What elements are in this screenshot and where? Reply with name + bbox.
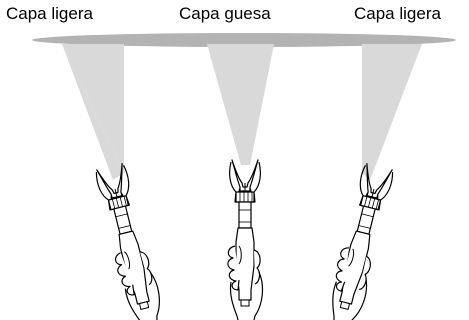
coating-band: [32, 33, 456, 47]
spray-gun-icon: [227, 159, 264, 320]
spray-gun-icon: [322, 162, 398, 320]
label-light-coat-right: Capa ligera: [354, 4, 441, 23]
label-heavy-coat: Capa guesa: [179, 4, 271, 23]
spray-fan-left-lower: [62, 44, 124, 180]
spray-fan-center: [207, 44, 274, 165]
label-light-coat-left: Capa ligera: [6, 4, 93, 23]
spray-fan-right: [362, 44, 422, 180]
spray-gun-icon: [92, 161, 167, 320]
